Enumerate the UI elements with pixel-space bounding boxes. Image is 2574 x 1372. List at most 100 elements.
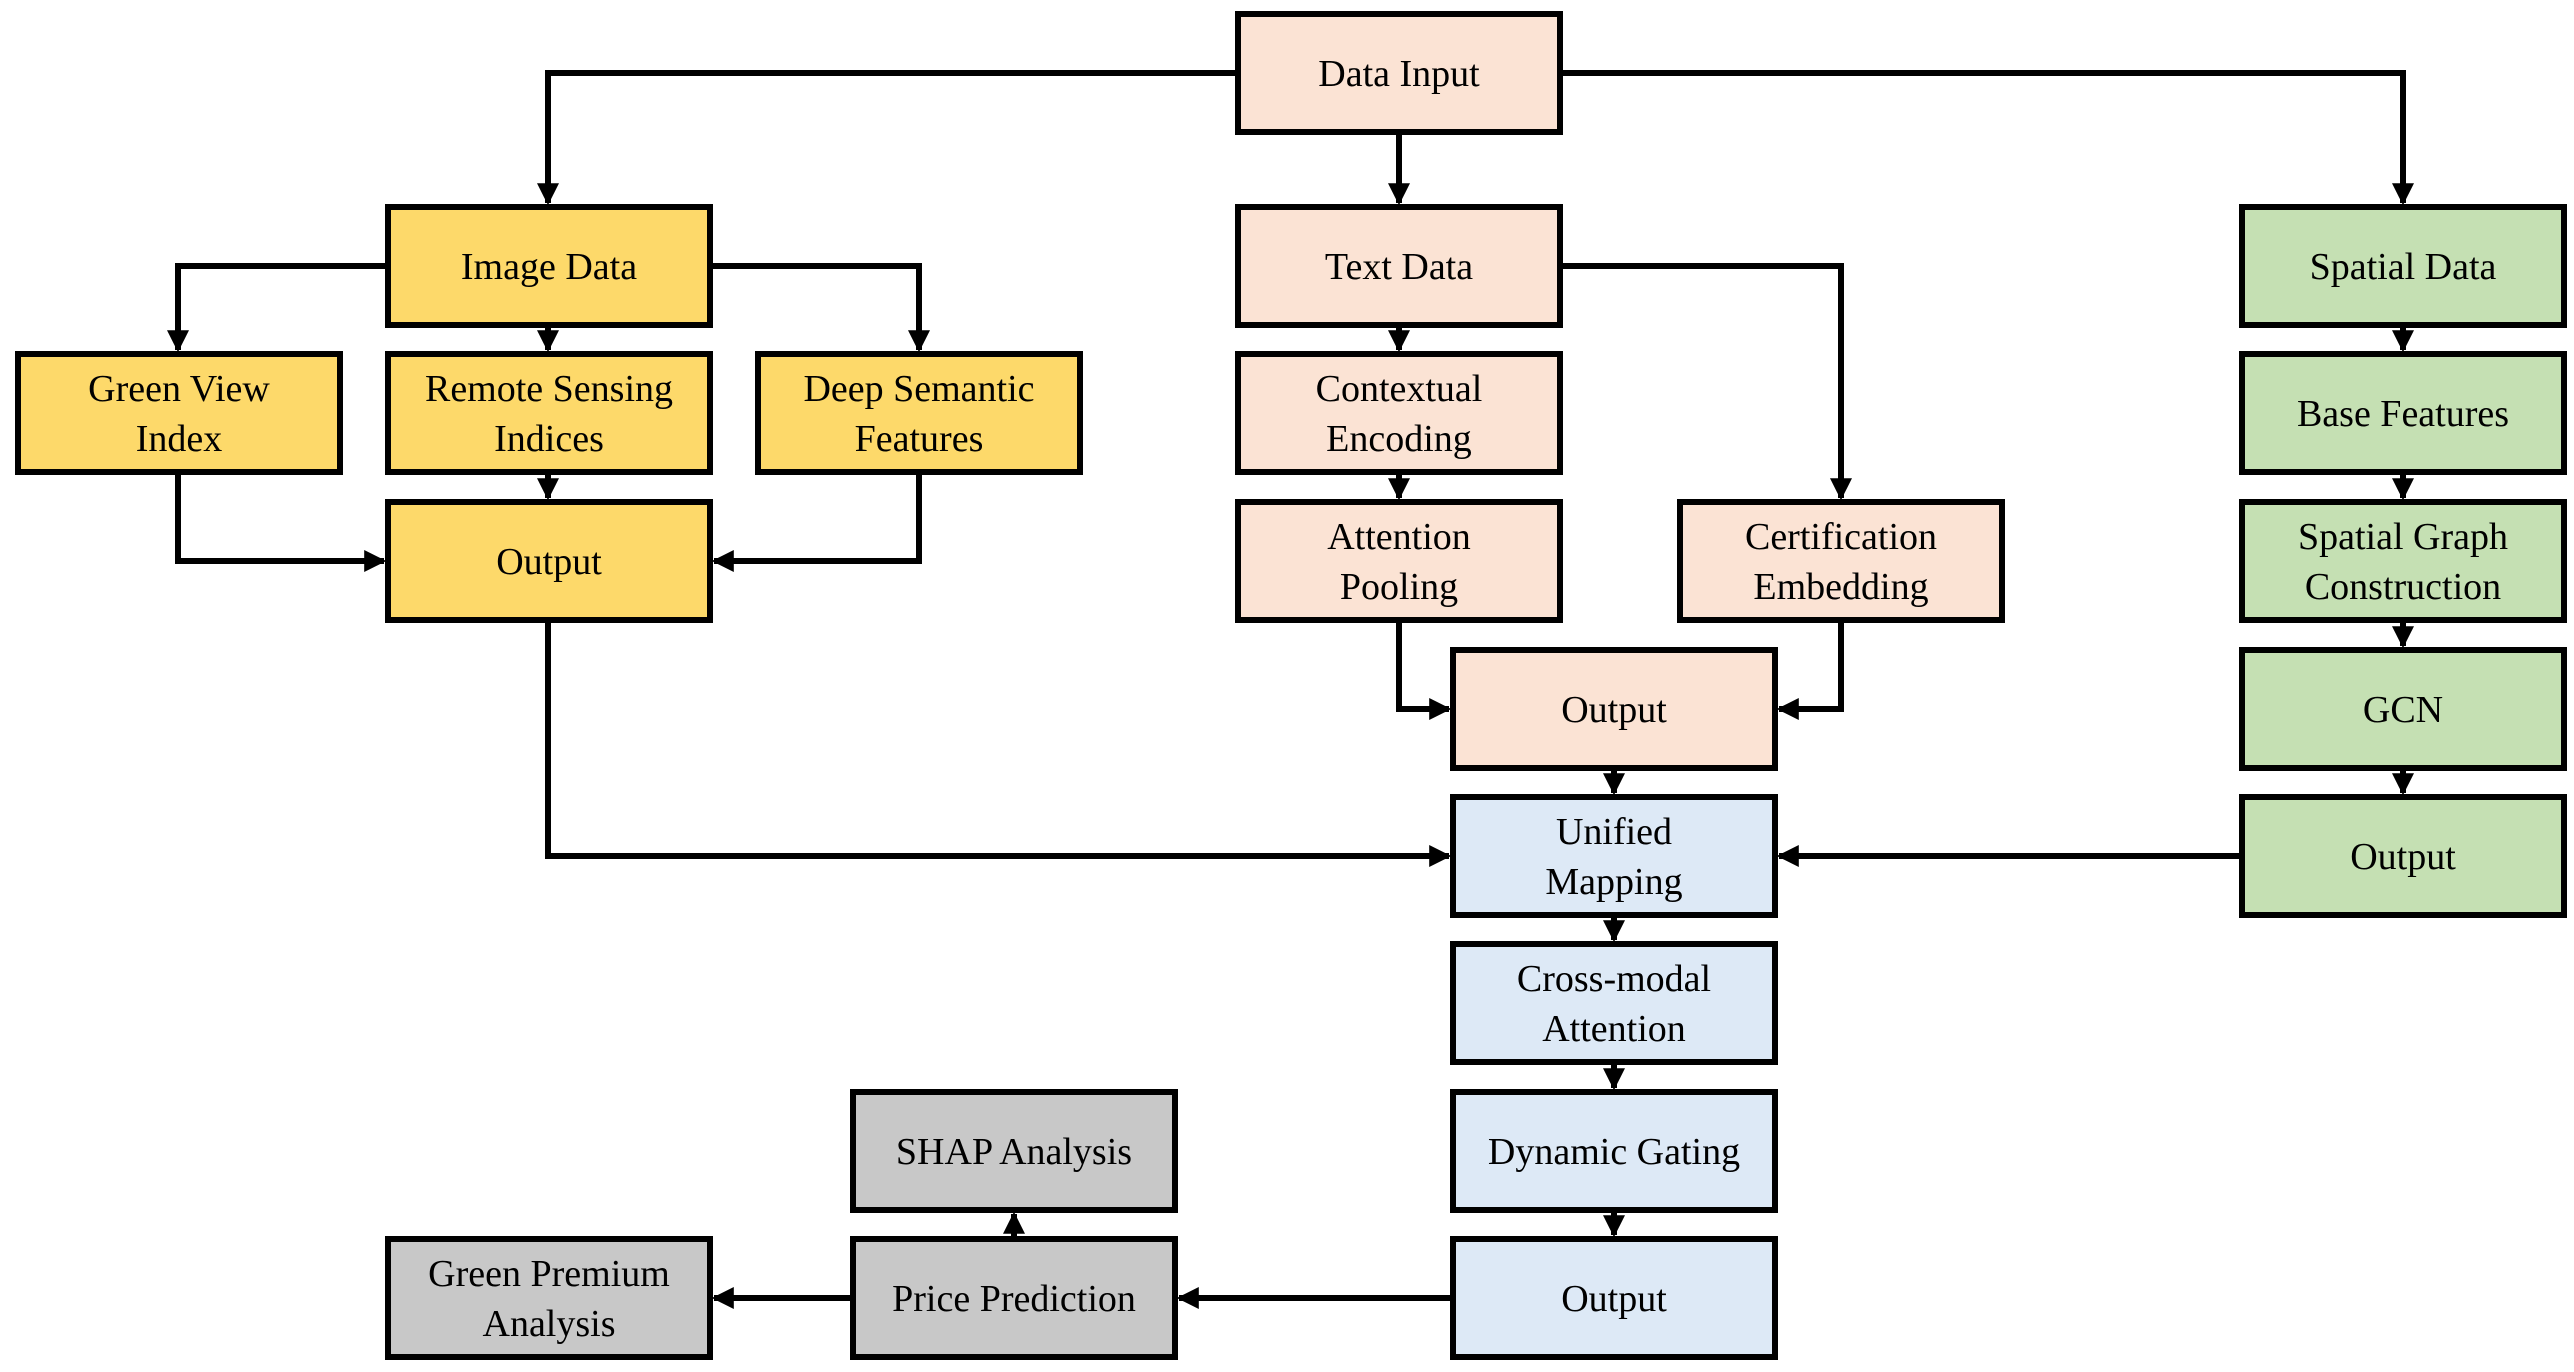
node-label-line: GCN bbox=[2363, 689, 2443, 731]
node-label-line: Spatial Data bbox=[2310, 246, 2497, 288]
node-data-input: Data Input bbox=[1235, 11, 1563, 135]
node-label: SHAP Analysis bbox=[896, 1131, 1132, 1173]
node-label: Price Prediction bbox=[892, 1278, 1136, 1320]
node-gcn: GCN bbox=[2239, 647, 2567, 771]
node-image-output: Output bbox=[385, 499, 713, 623]
node-box bbox=[385, 351, 713, 475]
node-label-line: Attention bbox=[1327, 516, 1471, 558]
node-label: Base Features bbox=[2297, 393, 2509, 435]
node-spatial-data: Spatial Data bbox=[2239, 204, 2567, 328]
node-box bbox=[1450, 941, 1778, 1065]
node-box bbox=[385, 1236, 713, 1360]
node-box bbox=[385, 204, 713, 328]
node-label-line: Pooling bbox=[1340, 566, 1458, 608]
edge-image-to-deep-semantic bbox=[710, 263, 930, 353]
node-label-line: Unified bbox=[1556, 811, 1672, 853]
edge-text-to-certification bbox=[1560, 263, 1852, 501]
node-label: Data Input bbox=[1318, 53, 1480, 95]
edge-image-output-to-unified bbox=[545, 620, 1452, 867]
node-label-line: Text Data bbox=[1325, 246, 1473, 288]
node-label: Output bbox=[1561, 689, 1667, 731]
node-box bbox=[1235, 499, 1563, 623]
node-image-data: Image Data bbox=[385, 204, 713, 328]
node-box bbox=[2239, 351, 2567, 475]
edge-image-to-green-view bbox=[167, 263, 388, 353]
connectors bbox=[167, 70, 2414, 1309]
node-label-line: Indices bbox=[494, 418, 604, 460]
node-box bbox=[850, 1236, 1178, 1360]
node-label-line: SHAP Analysis bbox=[896, 1131, 1132, 1173]
node-label-line: Certification bbox=[1745, 516, 1937, 558]
node-box bbox=[1450, 794, 1778, 918]
node-label-line: Price Prediction bbox=[892, 1278, 1136, 1320]
node-label-line: Data Input bbox=[1318, 53, 1480, 95]
node-label-line: Attention bbox=[1542, 1008, 1686, 1050]
node-box bbox=[1450, 1236, 1778, 1360]
node-label-line: Deep Semantic bbox=[803, 368, 1034, 410]
node-dynamic-gating: Dynamic Gating bbox=[1450, 1089, 1778, 1213]
node-label-line: Output bbox=[2350, 836, 2456, 878]
edge-green-view-to-image-output bbox=[175, 472, 387, 572]
node-label-line: Embedding bbox=[1753, 566, 1928, 608]
edge-certification-to-text-output bbox=[1776, 620, 1844, 720]
node-box bbox=[1677, 499, 2005, 623]
node-label-line: Image Data bbox=[461, 246, 637, 288]
node-label: Output bbox=[1561, 1278, 1667, 1320]
node-spatial-output: Output bbox=[2239, 794, 2567, 918]
node-price-prediction: Price Prediction bbox=[850, 1236, 1178, 1360]
node-text-output: Output bbox=[1450, 647, 1778, 771]
node-shap-analysis: SHAP Analysis bbox=[850, 1089, 1178, 1213]
node-label-line: Analysis bbox=[483, 1303, 616, 1345]
node-label-line: Index bbox=[136, 418, 223, 460]
node-box bbox=[1235, 351, 1563, 475]
node-label-line: Cross-modal bbox=[1517, 958, 1711, 1000]
node-box bbox=[2239, 794, 2567, 918]
edge-attention-to-text-output bbox=[1396, 620, 1452, 720]
node-label-line: Construction bbox=[2305, 566, 2501, 608]
node-fusion-output: Output bbox=[1450, 1236, 1778, 1360]
node-box bbox=[850, 1089, 1178, 1213]
node-box bbox=[2239, 647, 2567, 771]
node-box bbox=[755, 351, 1083, 475]
node-box bbox=[1235, 204, 1563, 328]
node-label-line: Green View bbox=[88, 368, 270, 410]
node-box bbox=[2239, 204, 2567, 328]
node-box bbox=[1450, 1089, 1778, 1213]
node-box bbox=[1235, 11, 1563, 135]
node-label-line: Base Features bbox=[2297, 393, 2509, 435]
node-label-line: Features bbox=[855, 418, 984, 460]
node-label: Image Data bbox=[461, 246, 637, 288]
node-label-line: Remote Sensing bbox=[425, 368, 673, 410]
node-label-line: Mapping bbox=[1545, 861, 1682, 903]
node-label: Dynamic Gating bbox=[1488, 1131, 1740, 1173]
node-label: Output bbox=[2350, 836, 2456, 878]
node-label-line: Output bbox=[1561, 689, 1667, 731]
node-label-line: Dynamic Gating bbox=[1488, 1131, 1740, 1173]
node-label-line: Encoding bbox=[1326, 418, 1472, 460]
node-label: Text Data bbox=[1325, 246, 1473, 288]
edge-input-to-image bbox=[537, 70, 1238, 206]
node-box bbox=[385, 499, 713, 623]
node-label-line: Output bbox=[1561, 1278, 1667, 1320]
node-label: Spatial Data bbox=[2310, 246, 2497, 288]
